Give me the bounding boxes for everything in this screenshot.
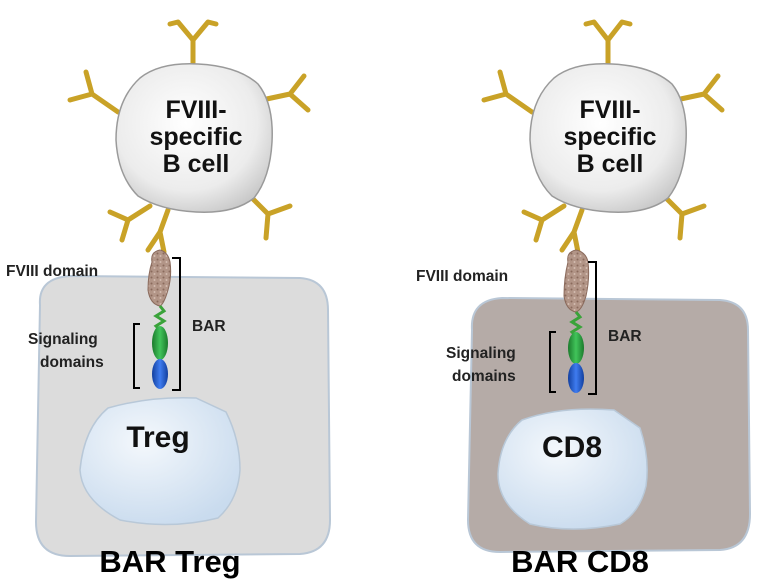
cd8-nucleus (497, 408, 648, 530)
cd8-signaling-label-line-1: Signaling (446, 345, 516, 362)
panel-cd8: CD8 FVIII- specific B cell FVIII domain … (416, 19, 752, 579)
antibody-icon (481, 69, 535, 115)
antibody-icon (247, 193, 293, 241)
treg-bar-label: BAR (192, 318, 226, 335)
cd8-nucleus-label: CD8 (542, 431, 602, 464)
cd8-signaling-label-line-2: domains (452, 368, 516, 385)
treg-fviii-domain-label: FVIII domain (6, 263, 98, 280)
treg-bcell-line-1: FVIII- (165, 96, 226, 124)
cd8-bcell-line-1: FVIII- (579, 96, 640, 124)
cd8-bcell-line-3: B cell (577, 150, 644, 178)
antibody-icon (559, 207, 585, 255)
antibody-icon (145, 207, 171, 255)
treg-nucleus (79, 396, 241, 526)
treg-linker (153, 305, 167, 332)
antibody-icon (521, 203, 567, 243)
caption-bar-cd8: BAR CD8 (511, 544, 649, 579)
treg-nucleus-label: Treg (126, 421, 189, 454)
treg-bcell-line-2: specific (149, 123, 242, 151)
cd8-b-cell (529, 63, 687, 213)
antibody-icon (661, 193, 707, 241)
cd8-fviii-domain (563, 249, 590, 313)
treg-signaling-domain-blue (152, 359, 168, 389)
treg-fviii-domain (147, 249, 172, 307)
antibody-icon (107, 203, 153, 243)
panel-treg: Treg FVIII- specific B cell FVI (6, 19, 332, 579)
cd8-signaling-domain-green (568, 332, 584, 364)
cd8-bcell-line-2: specific (563, 123, 656, 151)
treg-signaling-label-line-1: Signaling (28, 331, 98, 348)
treg-signaling-bracket (133, 323, 140, 389)
treg-signaling-domain-green (152, 326, 168, 360)
cd8-bar-label: BAR (608, 328, 642, 345)
caption-bar-treg: BAR Treg (99, 544, 240, 579)
treg-bcr-antibodies (67, 19, 311, 255)
cd8-signaling-bracket (549, 331, 556, 393)
treg-bcell-line-3: B cell (163, 150, 230, 178)
treg-signaling-label-line-2: domains (40, 354, 104, 371)
cd8-linker (569, 311, 583, 338)
cd8-bar-bracket (588, 261, 597, 395)
treg-b-cell (115, 63, 273, 213)
cd8-fviii-domain-label: FVIII domain (416, 268, 508, 285)
antibody-icon (67, 69, 121, 115)
cd8-signaling-domain-blue (568, 363, 584, 393)
treg-bar-bracket (172, 257, 181, 391)
